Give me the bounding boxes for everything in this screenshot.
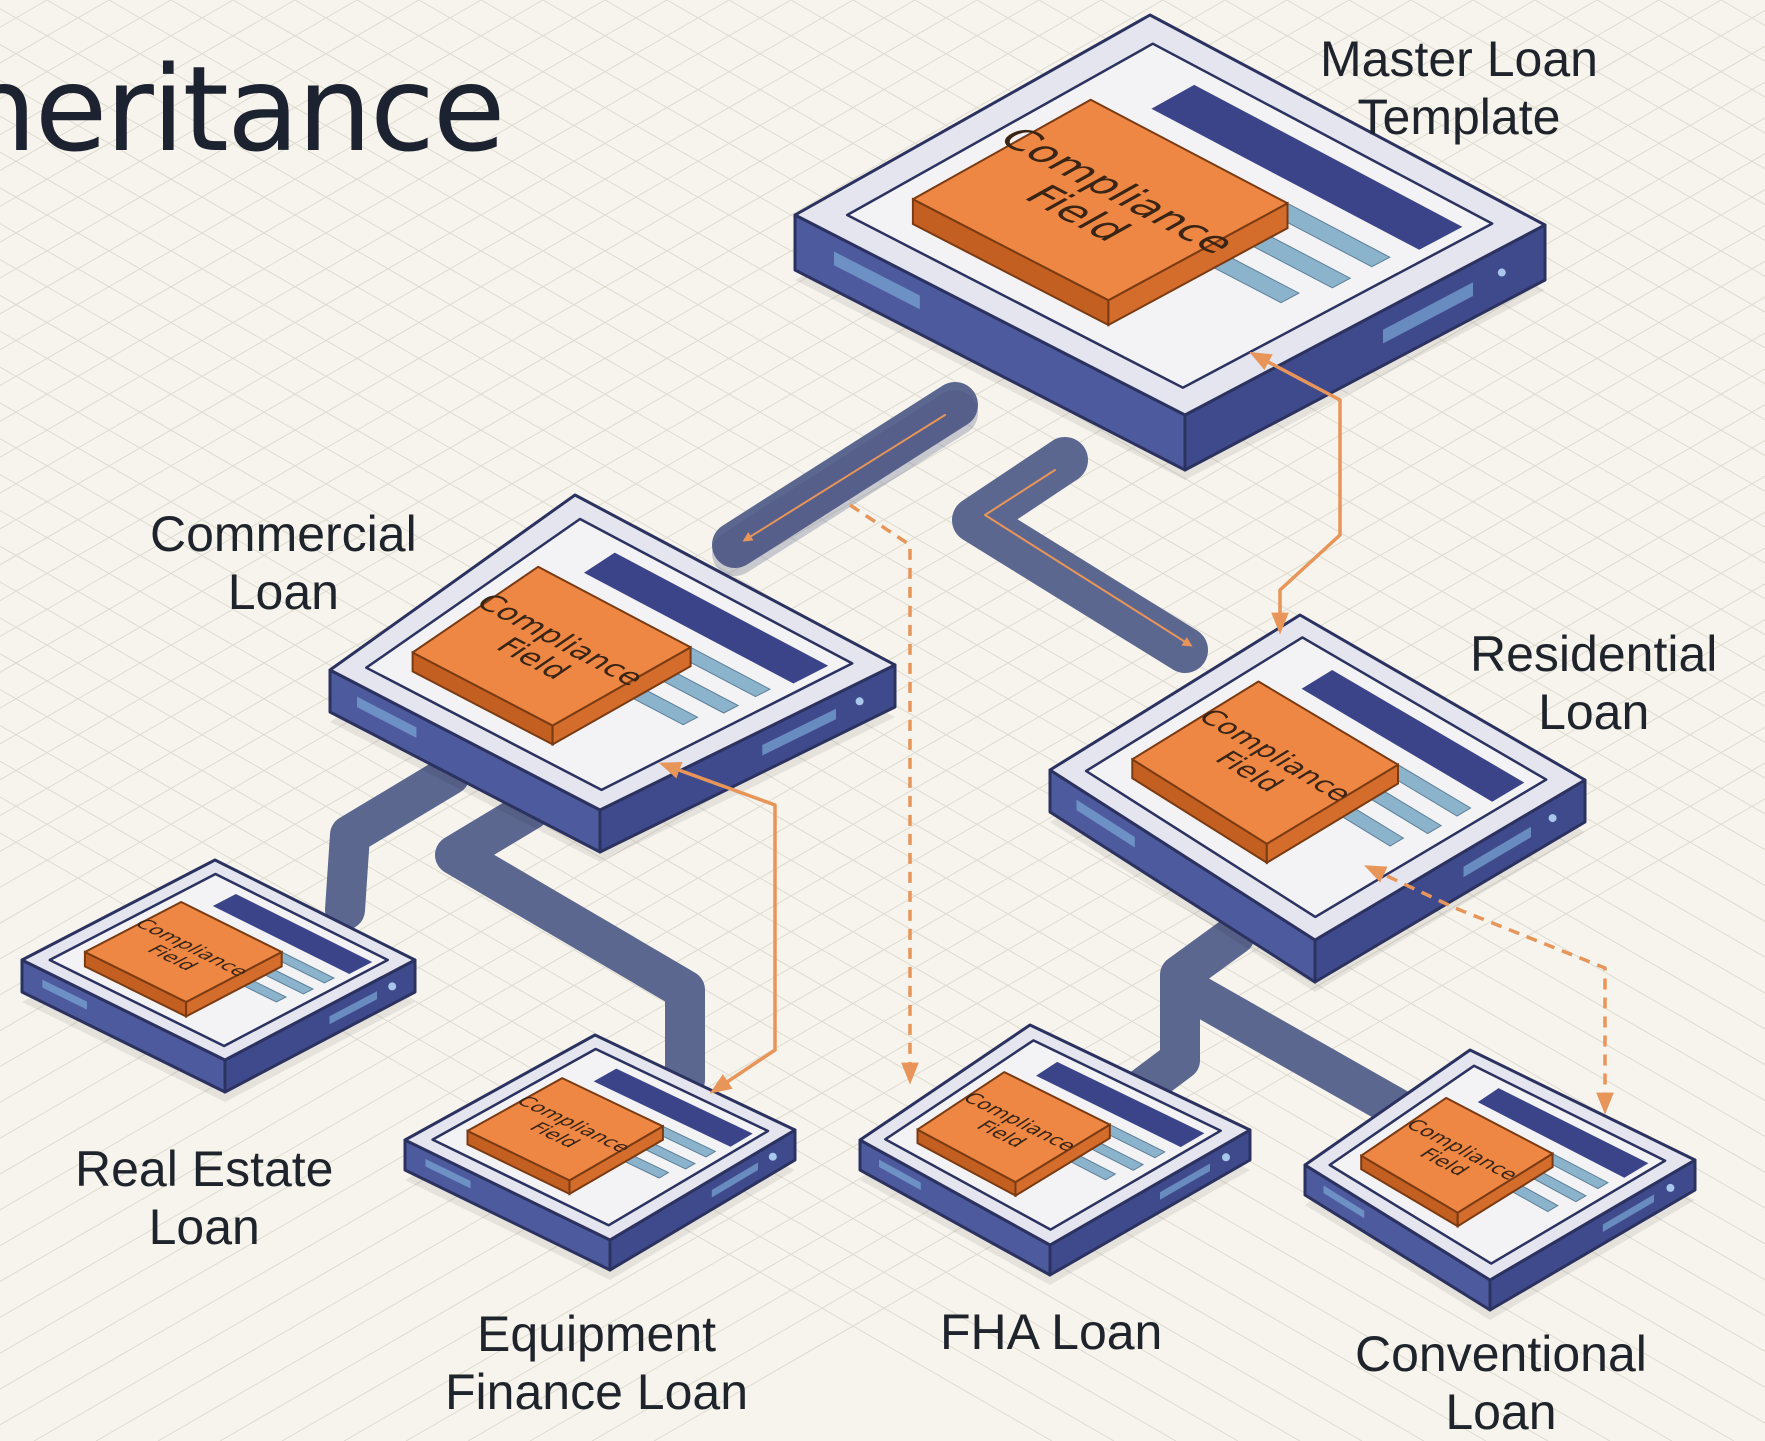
arrow-master-residential [1249, 351, 1342, 635]
connector-residential-conventional [1160, 965, 1420, 1130]
label-line: Loan [1445, 1384, 1557, 1440]
label-conventional-loan: Conventional Loan [1355, 1325, 1647, 1441]
label-line: FHA Loan [940, 1304, 1163, 1360]
label-line: Residential [1470, 626, 1718, 682]
label-line: Template [1357, 89, 1561, 145]
label-master-loan-template: Master Loan Template [1320, 30, 1598, 146]
label-line: Finance Loan [445, 1364, 749, 1420]
label-line: Loan [227, 564, 339, 620]
connector-master-residential [952, 437, 1208, 673]
page-title: heritance [0, 40, 506, 178]
label-line: Master Loan [1320, 31, 1598, 87]
connector-residential-fha [1120, 915, 1255, 1110]
label-real-estate-loan: Real Estate Loan [75, 1140, 333, 1256]
label-line: Real Estate [75, 1141, 334, 1197]
label-line: Conventional [1355, 1326, 1647, 1382]
loan-template-devices: ComplianceFieldComplianceFieldCompliance… [20, 13, 1697, 1320]
flow-line-commercial [742, 414, 946, 542]
label-line: Equipment [476, 1306, 717, 1362]
flow-line-residential [984, 469, 1193, 647]
label-equipment-finance-loan: Equipment Finance Loan [445, 1305, 748, 1421]
inheritance-arrows [658, 351, 1614, 1115]
label-line: Loan [1538, 684, 1650, 740]
connector-commercial-realestate [325, 755, 470, 930]
connector-commercial-equipment [435, 790, 705, 1100]
label-commercial-loan: Commercial Loan [150, 505, 417, 621]
label-fha-loan: FHA Loan [940, 1303, 1162, 1361]
arrow-residential-conventional [1364, 865, 1614, 1115]
label-residential-loan: Residential Loan [1470, 625, 1717, 741]
arrow-commercial-fha [849, 503, 919, 1085]
connector-master-commercial [712, 382, 978, 576]
label-line: Commercial [150, 506, 417, 562]
label-line: Loan [148, 1199, 260, 1255]
arrow-commercial-equipment [658, 761, 777, 1094]
